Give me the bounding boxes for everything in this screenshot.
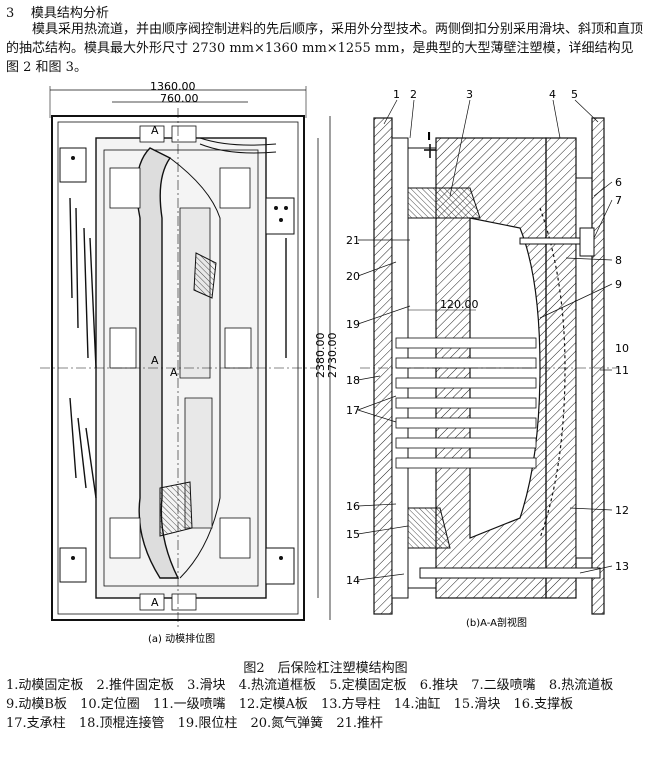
- legend-item: 6.推块: [419, 678, 459, 693]
- legend-item: 5.定模固定板: [329, 678, 407, 693]
- callout-12: 12: [615, 504, 629, 517]
- legend-item: 10.定位圈: [80, 697, 140, 712]
- callout-21: 21: [346, 234, 360, 247]
- callout-8: 8: [615, 254, 622, 267]
- legend-item: 16.支撑板: [513, 697, 574, 712]
- callout-10: 10: [615, 342, 629, 355]
- subcaption-a: (a) 动模排位图: [148, 632, 215, 645]
- detail-mark-i: I: [427, 130, 431, 143]
- section-number: 3: [6, 6, 15, 21]
- section-heading: 3 模具结构分析: [6, 2, 109, 21]
- dim-120: 120.00: [440, 298, 479, 311]
- callout-18: 18: [346, 374, 360, 387]
- callout-9: 9: [615, 278, 622, 291]
- callout-16: 16: [346, 500, 360, 513]
- mold-structure-figure: 1360.00 760.00: [40, 80, 629, 645]
- section-mark-a-mid: A: [170, 366, 178, 379]
- moving-mold-layout-drawing: 1360.00 760.00: [40, 80, 339, 645]
- dim-2380: 2380.00: [314, 333, 327, 379]
- legend-item: 12.定模A板: [238, 697, 308, 712]
- dim-2730: 2730.00: [326, 333, 339, 379]
- legend-item: 20.氮气弹簧: [250, 716, 324, 731]
- legend-item: 19.限位柱: [177, 716, 238, 731]
- section-mark-a-bottom: A: [151, 596, 159, 609]
- legend-item: 21.推杆: [336, 716, 383, 731]
- body-paragraph: 模具采用热流道，并由顺序阀控制进料的先后顺序，采用外分型技术。两侧倒扣分别采用滑…: [6, 22, 644, 75]
- legend-item: 13.方导柱: [320, 697, 381, 712]
- subcaption-b: (b)A-A剖视图: [466, 616, 527, 629]
- figure-caption: 图2 后保险杠注塑模结构图: [243, 661, 408, 676]
- legend-item: 18.顶棍连接管: [78, 716, 165, 731]
- figure-legend: 1.动模固定板 2.推件固定板 3.滑块 4.热流道框板 5.定模固定板 6.推…: [6, 676, 646, 733]
- legend-item: 2.推件固定板: [96, 678, 174, 693]
- callout-14: 14: [346, 574, 360, 587]
- legend-item: 8.热流道板: [548, 678, 614, 693]
- legend-item: 14.油缸: [393, 697, 441, 712]
- callout-1: 1: [393, 88, 400, 101]
- callout-20: 20: [346, 270, 360, 283]
- section-mark-a-mid-left: A: [151, 354, 159, 367]
- legend-item: 4.热流道框板: [238, 678, 317, 693]
- dim-760: 760.00: [160, 92, 199, 105]
- callout-11: 11: [615, 364, 629, 377]
- dim-1360: 1360.00: [150, 80, 196, 93]
- legend-item: 11.一级喷嘴: [152, 697, 226, 712]
- callout-3: 3: [466, 88, 473, 101]
- section-title: 模具结构分析: [30, 6, 109, 21]
- legend-item: 3.滑块: [187, 678, 226, 693]
- legend-item: 15.滑块: [453, 697, 501, 712]
- callout-17: 17: [346, 404, 360, 417]
- callout-2: 2: [410, 88, 417, 101]
- callout-6: 6: [615, 176, 622, 189]
- callout-4: 4: [549, 88, 556, 101]
- section-view-drawing: 120.00 I 1 2 3 4 5 6 7 8 9 10 11 12 13 1…: [346, 88, 629, 629]
- legend-item: 7.二级喷嘴: [471, 678, 536, 693]
- callout-19: 19: [346, 318, 360, 331]
- legend-item: 17.支承柱: [6, 716, 66, 731]
- callout-13: 13: [615, 560, 629, 573]
- legend-item: 9.动模B板: [6, 697, 67, 712]
- callout-15: 15: [346, 528, 360, 541]
- callout-7: 7: [615, 194, 622, 207]
- section-mark-a-top: A: [151, 124, 159, 137]
- callout-5: 5: [571, 88, 578, 101]
- legend-item: 1.动模固定板: [6, 678, 84, 693]
